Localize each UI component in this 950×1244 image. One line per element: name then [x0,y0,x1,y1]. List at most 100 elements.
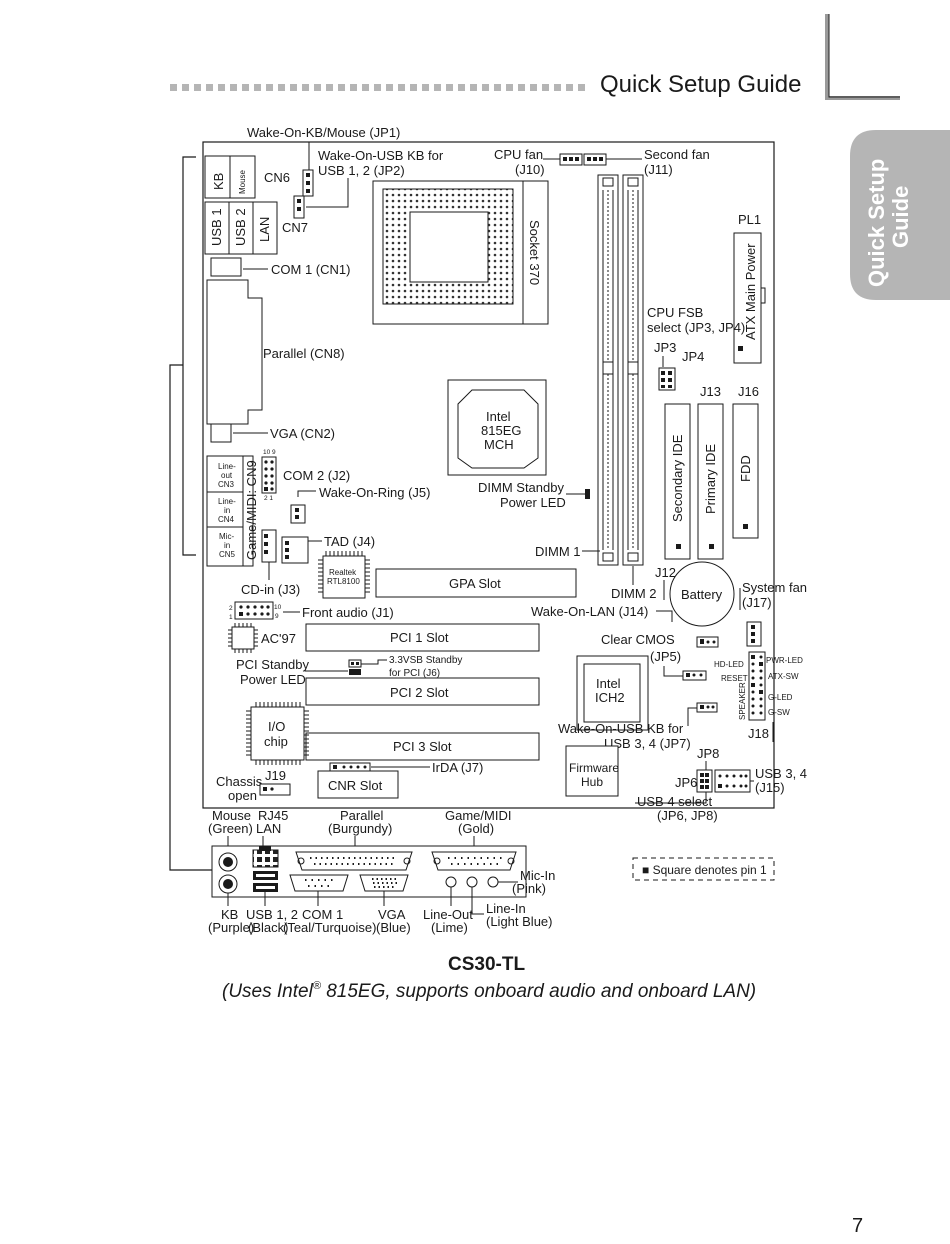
ich2-label-2: ICH2 [595,690,625,705]
port-usb12-label-2: (Black) [248,920,288,935]
j19-header [259,783,291,796]
front-panel-header [748,651,766,721]
vga-cn2-label: VGA (CN2) [270,426,335,441]
system-fan-label-2: (J17) [742,595,772,610]
tad-label: TAD (J4) [324,534,375,549]
g-led-label: G-LED [768,693,793,702]
vsb-label-1: 3.3VSB Standby [389,655,462,666]
wake-kb-mouse-label: Wake-On-KB/Mouse (JP1) [247,125,400,140]
system-fan-label-1: System fan [742,580,807,595]
port-lineout-label-2: (Lime) [431,920,468,935]
secondary-ide-label: Secondary IDE [670,434,685,522]
pin1-legend-box [632,857,775,881]
usb34-label-2: (J15) [755,780,785,795]
rear-io-stack [204,155,278,567]
pin1-legend: ■ Square denotes pin 1 [642,863,767,877]
subtitle-suffix: 815EG, supports onboard audio and onboar… [321,981,756,1002]
clear-cmos-label-2: (JP5) [650,649,681,664]
pci2-label: PCI 2 Slot [390,685,449,700]
port-kb-label-1: KB [221,907,238,922]
ac97-chip [231,626,255,650]
pl1-label: PL1 [738,212,761,227]
game-midi-port [431,851,517,871]
parallel-connector [206,279,263,425]
mic-in-label-2: in [224,541,230,550]
line-in-label-1: Line- [218,497,236,506]
rear-panel: Mouse (Green) RJ45 LAN Parallel (Burgund… [208,808,775,935]
board [169,141,775,871]
pci-standby-led [349,669,361,675]
line-in-jack [466,876,478,888]
right-lower-area: J12 Battery System fan (J17) Wake-On-LAN… [531,561,807,823]
jp8-label: JP8 [697,746,719,761]
port-kb-label-2: (Purple) [208,920,254,935]
io-bracket [182,156,196,556]
mic-in-jack [487,876,499,888]
pci1-label: PCI 1 Slot [390,630,449,645]
top-area: Wake-On-KB/Mouse (JP1) Wake-On-USB KB fo… [247,125,710,325]
port-mic-label-1: Mic-In [520,868,555,883]
pci1-slot [305,623,540,652]
io-bracket-lower [169,364,212,871]
jp4-label: JP4 [682,349,704,364]
primary-ide-label: Primary IDE [703,444,718,514]
header-dotted-rule [170,84,585,91]
port-game-label-2: (Gold) [458,821,494,836]
gpa-slot-label: GPA Slot [449,576,501,591]
secondary-ide-connector [664,403,691,560]
power-area: PL1 ATX Main Power CPU FSB select (JP3, … [647,212,766,391]
usb4-select-label-1: USB 4 select [637,794,713,809]
usb34-header [714,769,751,793]
cpu-fsb-label-2: select (JP3, JP4) [647,320,745,335]
mic-in-label-1: Mic- [219,532,234,541]
j18-label: J18 [748,726,769,741]
port-line-in-label-1: Line-In [486,901,526,916]
front-audio-header [234,601,274,620]
audio-jack-stack [206,455,254,567]
g-sw-label: G-SW [768,708,790,717]
wake-usb-kb-label-2: USB 1, 2 (JP2) [318,163,405,178]
usb-lan-connector [204,201,278,255]
socket-label: Socket 370 [527,220,542,285]
io-chip-label-1: I/O [268,719,285,734]
battery [669,561,735,627]
port-mouse-label-1: Mouse [212,808,251,823]
port-rj45-label-1: RJ45 [258,808,288,823]
firmware-hub [565,745,619,797]
j5-header [290,504,306,524]
cn6-label: CN6 [264,170,290,185]
port-mouse-label-2: (Green) [208,821,253,836]
model-caption: CS30-TL [448,954,525,975]
clear-cmos-label-1: Clear CMOS [601,632,675,647]
cpu-fsb-label-1: CPU FSB [647,305,703,320]
dimm1-label: DIMM 1 [535,544,581,559]
board-outline [202,141,775,809]
dimm2-label: DIMM 2 [611,586,657,601]
wake-usb34-label-2: USB 3, 4 (JP7) [604,736,691,751]
vga-port [359,874,409,892]
port-parallel-label-2: (Burgundy) [328,821,392,836]
side-tab-line2: Guide [888,186,913,248]
port-usb12-label-1: USB 1, 2 [246,907,298,922]
com1-port [289,874,349,892]
dimm-labels: DIMM 1 DIMM 2 DIMM Standby Power LED [478,480,657,601]
fdd-label: FDD [738,455,753,482]
subtitle-prefix: (Uses Intel [222,981,314,1002]
mch-label-1: Intel [486,409,511,424]
usb34-label-1: USB 3, 4 [755,766,807,781]
cd-in-label: CD-in (J3) [241,582,300,597]
middle-left-headers: 10 9 2 1 COM 2 (J2) Wake-On-Ring (J5) CD… [241,449,430,597]
line-in-label-3: CN4 [218,515,235,524]
jp6-label: JP6 [675,775,697,790]
port-com1-label-2: (Teal/Turquoise) [283,920,376,935]
usb4-select-label-2: (JP6, JP8) [657,808,718,823]
j12-label: J12 [655,565,676,580]
corner-bracket [825,14,900,100]
game-midi-cn9-label: Game/MIDI: CN9 [244,460,259,560]
vga-connector [210,423,232,443]
pci-standby-label-2: Power LED [240,672,306,687]
front-audio-pin-10: 10 [274,604,282,611]
pci3-label: PCI 3 Slot [393,739,452,754]
parallel-label: Parallel (CN8) [263,346,345,361]
